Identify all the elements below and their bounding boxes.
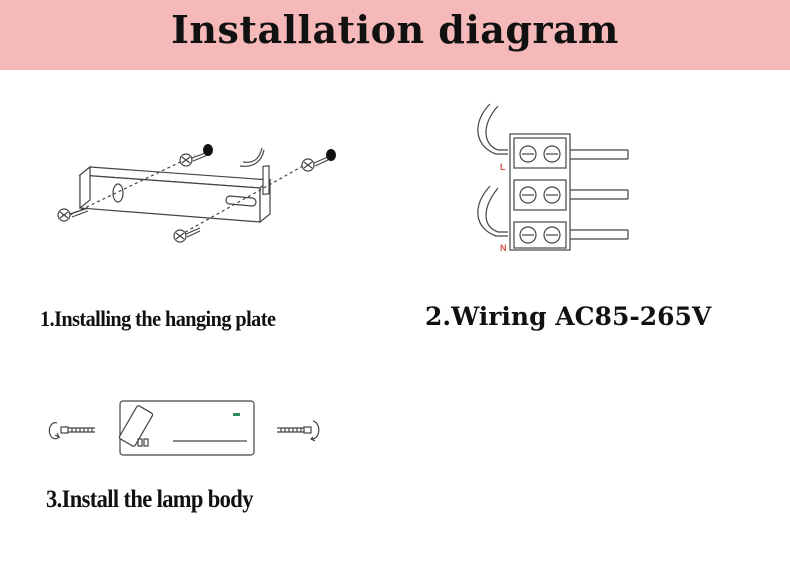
lamp-body — [118, 400, 255, 456]
step-2-caption: 2.Wiring AC85-265V — [425, 302, 712, 331]
screw-guide-line — [179, 161, 311, 236]
step-3-caption: 3.Install the lamp body — [46, 486, 253, 513]
terminal-label-L: L — [500, 162, 506, 172]
header-banner: Installation diagram — [0, 0, 790, 70]
screw-icon — [57, 207, 89, 222]
screw-icon — [48, 422, 95, 440]
terminal-label-N: N — [500, 243, 507, 253]
output-wire — [570, 189, 629, 200]
hanging-plate-illustration — [57, 144, 336, 243]
screw-icon — [301, 156, 329, 172]
indicator-led — [233, 413, 240, 416]
screw-icon — [179, 151, 209, 167]
output-wire — [570, 149, 629, 160]
screw-icon — [277, 420, 320, 442]
input-wire-neutral — [477, 185, 508, 237]
wall-anchor-icon — [326, 149, 336, 161]
power-cable — [239, 147, 265, 167]
wall-anchor-icon — [203, 144, 213, 156]
input-wire-live — [477, 103, 508, 155]
step-1-caption: 1.Installing the hanging plate — [40, 306, 276, 331]
screw-guide-line — [69, 154, 196, 216]
lamp-body-illustration — [48, 400, 320, 456]
wiring-terminal-illustration: L N — [477, 103, 629, 253]
page-title: Installation diagram — [171, 6, 619, 52]
mounting-bracket — [78, 165, 272, 224]
screw-icon — [173, 227, 201, 243]
terminal-block — [509, 133, 571, 251]
output-wire — [570, 229, 629, 240]
